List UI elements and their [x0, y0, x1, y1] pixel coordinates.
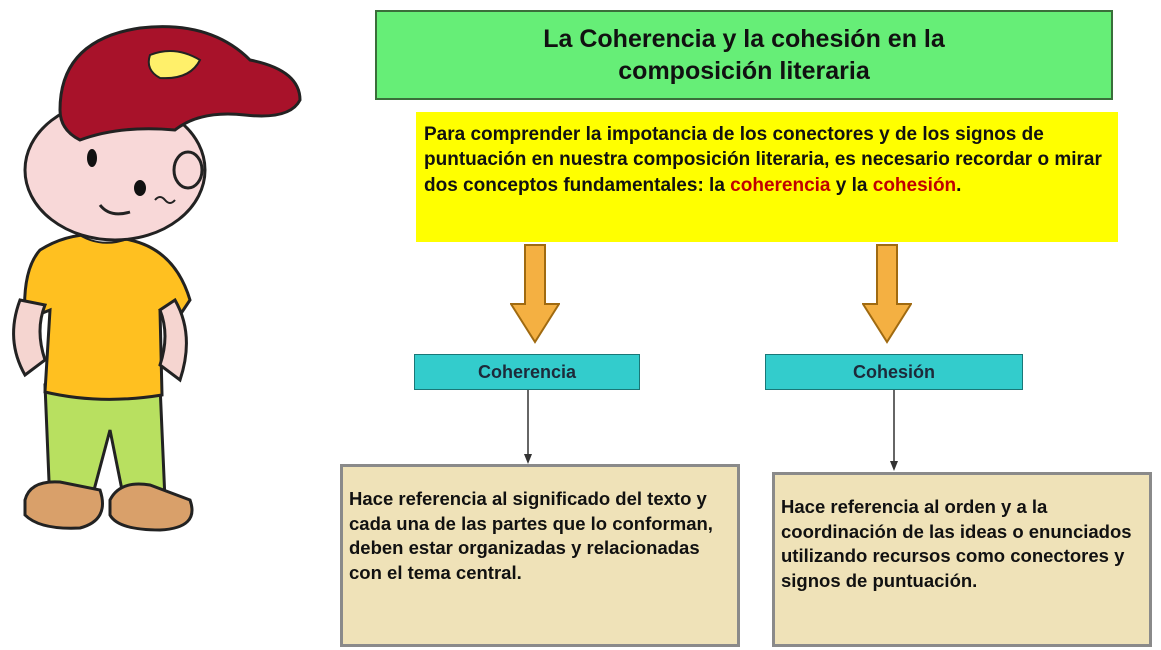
cartoon-boy-icon	[12, 25, 302, 532]
arrow-down-icon	[510, 244, 560, 344]
arrow-down-icon	[862, 244, 912, 344]
concept-cohesion: Cohesión	[765, 354, 1023, 390]
intro-text: Para comprender la impotancia de los con…	[424, 124, 1102, 196]
intro-text-middle: y la	[830, 174, 873, 196]
definition-cohesion: Hace referencia al orden y a la coordina…	[772, 472, 1152, 647]
term-coherencia: coherencia	[730, 174, 831, 196]
intro-box: Para comprender la impotancia de los con…	[416, 112, 1118, 242]
intro-text-end: .	[956, 174, 962, 196]
concept-coherencia: Coherencia	[414, 354, 640, 390]
title-line-2: composición literaria	[618, 57, 870, 85]
connector-line	[890, 390, 898, 471]
definition-coherencia: Hace referencia al significado del texto…	[340, 464, 740, 647]
title-line-1: La Coherencia y la cohesión en la	[543, 25, 945, 53]
diagram-title: La Coherencia y la cohesión en la compos…	[375, 10, 1113, 100]
connector-line	[524, 390, 532, 464]
term-cohesion: cohesión	[872, 174, 957, 196]
